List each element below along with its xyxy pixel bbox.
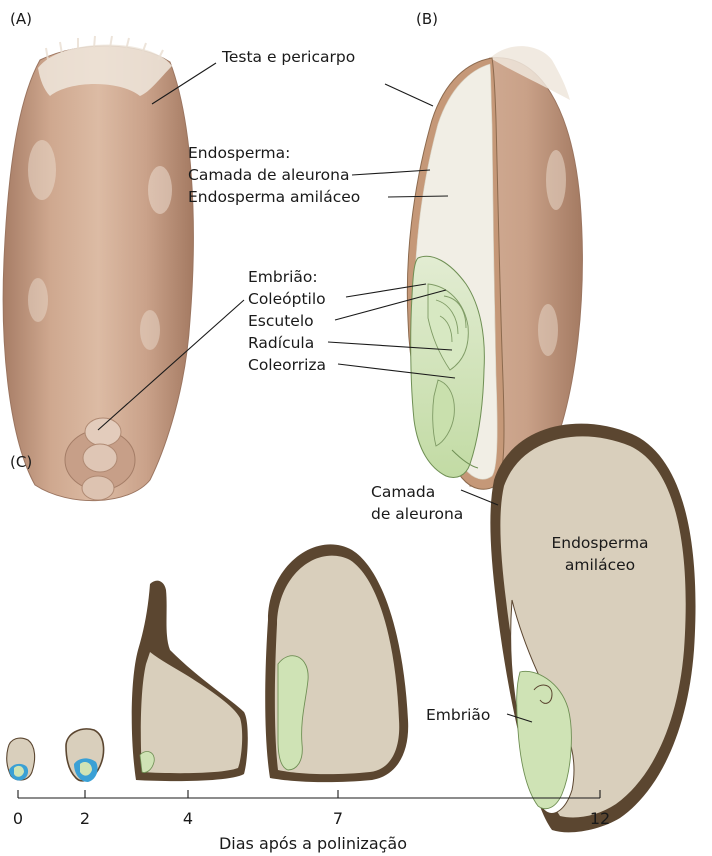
- tick-label-12: 12: [590, 809, 610, 828]
- tick-label-0: 0: [13, 809, 23, 828]
- testa-leader-b: [385, 84, 433, 106]
- label-radicula: Radícula: [248, 334, 314, 352]
- tick-label-4: 4: [183, 809, 193, 828]
- seed-day-2: [66, 729, 104, 782]
- axis-title: Dias após a polinização: [219, 834, 407, 853]
- label-camada-aleurona: Camada de aleurona: [188, 166, 350, 184]
- label-embriao-head: Embrião:: [248, 268, 318, 286]
- panel-b: (B) Endosperma: Camada de ale: [188, 10, 582, 489]
- label-camada-line2: de aleurona: [371, 505, 463, 523]
- label-endosperma-line1: Endosperma: [551, 534, 648, 552]
- seed-day-0: [7, 738, 35, 780]
- label-endosperma-line2: amiláceo: [565, 556, 635, 574]
- label-endosperma-amilaceo: Endosperma amiláceo: [188, 188, 360, 206]
- label-testa-pericarpo: Testa e pericarpo: [221, 48, 355, 66]
- label-endosperma-head: Endosperma:: [188, 144, 290, 162]
- panel-b-letter: (B): [416, 10, 438, 28]
- panel-a-letter: (A): [10, 10, 32, 28]
- seed-day-7: [265, 544, 408, 782]
- seed-day-12: [490, 424, 695, 833]
- label-embriao-c: Embrião: [426, 706, 490, 724]
- tick-label-7: 7: [333, 809, 343, 828]
- grain-section-illustration: [407, 46, 582, 489]
- tick-label-2: 2: [80, 809, 90, 828]
- panel-a: (A) Testa e pericarpo: [3, 10, 355, 501]
- label-escutelo: Escutelo: [248, 312, 314, 330]
- time-axis: 0 2 4 7 12 Dias após a polinização: [13, 790, 610, 853]
- label-coleoptilo: Coleóptilo: [248, 290, 326, 308]
- aleurone-leader: [352, 170, 430, 175]
- label-camada-line1: Camada: [371, 483, 435, 501]
- seed-day-4: [132, 581, 248, 781]
- grain-exterior-illustration: [3, 36, 193, 501]
- label-coleorriza: Coleorriza: [248, 356, 326, 374]
- panel-c-letter: (C): [10, 453, 32, 471]
